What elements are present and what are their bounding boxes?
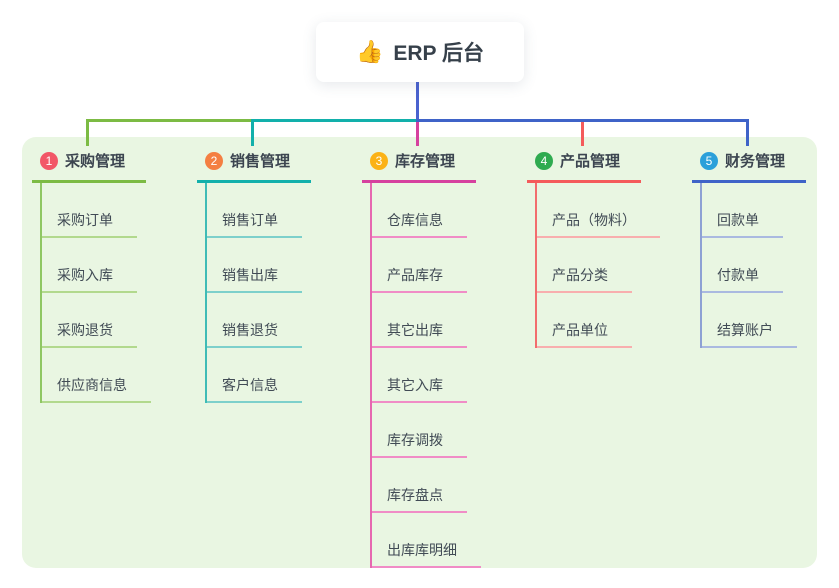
child-node: 结算账户: [702, 293, 797, 348]
connector-drop-2: [251, 122, 254, 146]
child-node: 产品分类: [537, 238, 632, 293]
branch-children: 销售订单 销售出库 销售退货 客户信息: [205, 183, 302, 403]
connector-drop-1: [86, 122, 89, 146]
child-node: 销售退货: [207, 293, 302, 348]
branch-children: 回款单 付款单 结算账户: [700, 183, 797, 348]
child-label: 采购入库: [57, 267, 113, 283]
child-label: 其它入库: [387, 377, 443, 393]
branch-header: 2 销售管理: [197, 150, 311, 183]
child-node: 其它入库: [372, 348, 467, 403]
child-label: 销售出库: [222, 267, 278, 283]
branch-column: 4 产品管理 产品（物料） 产品分类 产品单位: [527, 150, 660, 348]
child-node: 采购退货: [42, 293, 137, 348]
root-title: ERP 后台: [393, 42, 485, 65]
child-node: 客户信息: [207, 348, 302, 403]
connector-drop-3: [416, 122, 419, 146]
child-label: 产品单位: [552, 322, 608, 338]
child-node: 供应商信息: [42, 348, 151, 403]
child-node: 仓库信息: [372, 183, 467, 238]
branch-children: 仓库信息 产品库存 其它出库 其它入库 库存调拨 库存盘点 出库库明细: [370, 183, 481, 568]
child-label: 供应商信息: [57, 377, 127, 393]
branch-number-badge: 1: [40, 151, 58, 170]
child-label: 产品分类: [552, 267, 608, 283]
child-node: 采购入库: [42, 238, 137, 293]
connector-h-blue: [416, 119, 749, 122]
child-node: 回款单: [702, 183, 783, 238]
branch-children: 产品（物料） 产品分类 产品单位: [535, 183, 660, 348]
branch-number-badge: 3: [370, 151, 388, 170]
child-label: 产品库存: [387, 267, 443, 283]
child-label: 销售订单: [222, 212, 278, 228]
child-node: 产品（物料）: [537, 183, 660, 238]
branch-label: 销售管理: [230, 153, 291, 170]
mindmap-panel: [22, 137, 817, 568]
child-label: 其它出库: [387, 322, 443, 338]
child-node: 采购订单: [42, 183, 137, 238]
child-node: 库存盘点: [372, 458, 467, 513]
branch-column: 5 财务管理 回款单 付款单 结算账户: [692, 150, 806, 348]
child-node: 库存调拨: [372, 403, 467, 458]
branch-number-badge: 4: [535, 151, 553, 170]
child-node: 销售订单: [207, 183, 302, 238]
branch-number-badge: 5: [700, 151, 718, 170]
child-label: 销售退货: [222, 322, 278, 338]
branch-header: 3 库存管理: [362, 150, 476, 183]
root-drop-line: [416, 82, 419, 122]
connector-h-green: [86, 119, 251, 122]
branch-label: 产品管理: [560, 153, 621, 170]
branch-label: 财务管理: [725, 153, 786, 170]
child-label: 付款单: [717, 267, 759, 283]
child-node: 付款单: [702, 238, 783, 293]
branch-header: 4 产品管理: [527, 150, 641, 183]
child-label: 回款单: [717, 212, 759, 228]
child-label: 库存调拨: [387, 432, 443, 448]
connector-drop-5: [746, 122, 749, 146]
child-node: 产品单位: [537, 293, 632, 348]
branch-column: 1 采购管理 采购订单 采购入库 采购退货 供应商信息: [32, 150, 151, 403]
connector-h-teal: [251, 119, 416, 122]
child-node: 其它出库: [372, 293, 467, 348]
branch-label: 采购管理: [65, 153, 126, 170]
child-label: 产品（物料）: [552, 212, 636, 228]
branch-number-badge: 2: [205, 151, 223, 170]
child-label: 采购退货: [57, 322, 113, 338]
branch-header: 1 采购管理: [32, 150, 146, 183]
thumbs-up-icon: 👍: [355, 39, 384, 64]
child-label: 出库库明细: [387, 542, 457, 558]
branch-children: 采购订单 采购入库 采购退货 供应商信息: [40, 183, 151, 403]
child-label: 库存盘点: [387, 487, 443, 503]
child-node: 出库库明细: [372, 513, 481, 568]
child-label: 客户信息: [222, 377, 278, 393]
branch-label: 库存管理: [395, 153, 456, 170]
branch-column: 3 库存管理 仓库信息 产品库存 其它出库 其它入库 库存调拨 库存盘点 出库库…: [362, 150, 481, 568]
child-node: 销售出库: [207, 238, 302, 293]
child-label: 采购订单: [57, 212, 113, 228]
connector-drop-4: [581, 122, 584, 146]
child-label: 结算账户: [717, 322, 773, 338]
branch-column: 2 销售管理 销售订单 销售出库 销售退货 客户信息: [197, 150, 311, 403]
child-label: 仓库信息: [387, 212, 443, 228]
branch-header: 5 财务管理: [692, 150, 806, 183]
child-node: 产品库存: [372, 238, 467, 293]
root-node: 👍 ERP 后台: [316, 22, 524, 82]
